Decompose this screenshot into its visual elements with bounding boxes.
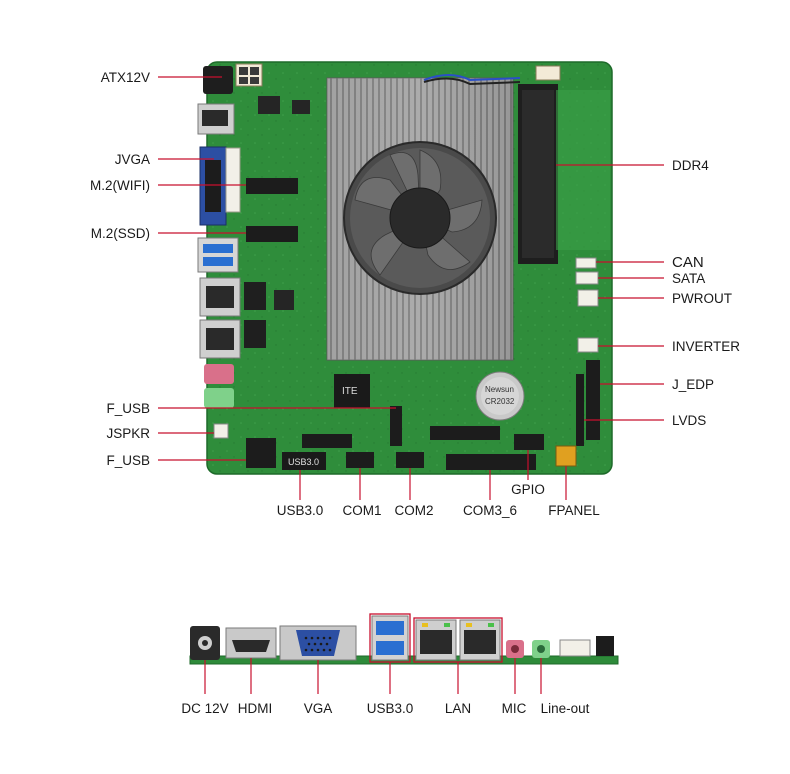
ite-chip: [334, 374, 370, 408]
label-mic: MIC: [502, 701, 527, 716]
leader-lines-bottom: [204, 658, 542, 694]
labels-top: ATX12V JVGA M.2(WIFI) M.2(SSD) F_USB JSP…: [90, 70, 740, 518]
label-f-usb-2: F_USB: [106, 453, 150, 468]
label-jvga: JVGA: [115, 152, 150, 167]
usb30-silkscreen: USB3.0: [288, 457, 319, 467]
label-hdmi: HDMI: [238, 701, 273, 716]
com2-header: [396, 452, 424, 468]
mic-jack-top: [204, 364, 234, 384]
label-j-edp: J_EDP: [672, 377, 714, 392]
label-gpio: GPIO: [511, 482, 545, 497]
rear-io: [189, 613, 619, 665]
mainboard: ITE Newsun CR2032 USB3.0: [197, 61, 613, 475]
label-lan: LAN: [445, 701, 471, 716]
label-m2-wifi: M.2(WIFI): [90, 178, 150, 193]
com3-6-header: [446, 454, 536, 470]
label-sata: SATA: [672, 271, 705, 286]
label-usb30-io: USB3.0: [367, 701, 414, 716]
sata-header: [575, 271, 599, 285]
label-usb30: USB3.0: [277, 503, 324, 518]
label-jspkr: JSPKR: [106, 426, 150, 441]
label-vga: VGA: [304, 701, 333, 716]
label-m2-ssd: M.2(SSD): [91, 226, 150, 241]
usb-port-top: [197, 237, 239, 273]
label-com2: COM2: [394, 503, 433, 518]
cpu-fan: [343, 141, 497, 295]
label-ddr4: DDR4: [672, 158, 709, 173]
battery-brand: Newsun: [485, 385, 514, 394]
m2-ssd-slot: [246, 226, 298, 242]
label-atx12v: ATX12V: [101, 70, 150, 85]
f-usb-header: [390, 406, 402, 446]
pwrout-header: [577, 289, 599, 307]
jspkr-header: [213, 423, 229, 439]
label-inverter: INVERTER: [672, 339, 740, 354]
gpio-header: [514, 434, 544, 450]
fan-header: [535, 65, 561, 81]
leader-lines-top: [158, 76, 664, 500]
label-f-usb-1: F_USB: [106, 401, 150, 416]
fpanel-header: [555, 445, 577, 467]
m2-wifi-slot: [246, 178, 298, 194]
label-com3-6: COM3_6: [463, 503, 517, 518]
jvga-header: [225, 147, 241, 213]
ite-chip-label: ITE: [342, 386, 358, 397]
inverter-header: [577, 337, 599, 353]
label-dc12v: DC 12V: [181, 701, 228, 716]
io-header: [559, 639, 591, 657]
label-line-out: Line-out: [541, 701, 590, 716]
label-pwrout: PWROUT: [672, 291, 732, 306]
can-header: [575, 257, 597, 269]
com1-header: [346, 452, 374, 468]
labels-bottom: DC 12V HDMI VGA USB3.0 LAN MIC Line-out: [181, 701, 589, 716]
lvds-header: [576, 374, 584, 446]
dc-jack: [203, 66, 233, 94]
label-fpanel: FPANEL: [548, 503, 600, 518]
label-com1: COM1: [342, 503, 381, 518]
label-lvds: LVDS: [672, 413, 706, 428]
jedp-header: [586, 360, 600, 440]
usb30-header: [246, 438, 276, 468]
lineout-jack-top: [204, 388, 234, 408]
label-can: CAN: [672, 254, 704, 271]
battery-model: CR2032: [485, 397, 515, 406]
